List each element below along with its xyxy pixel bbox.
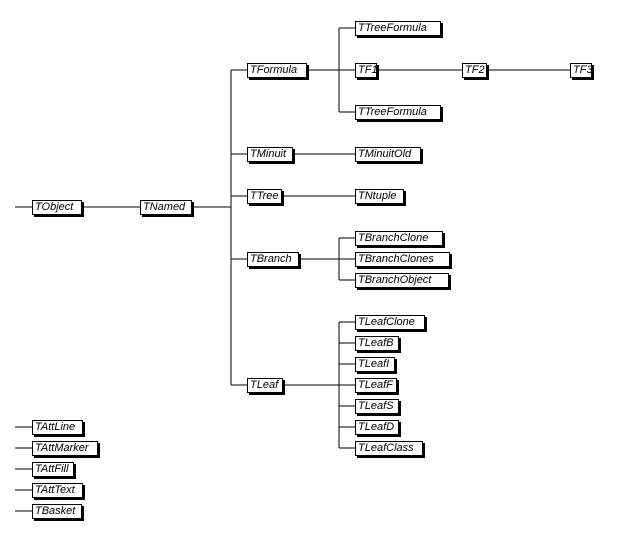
class-tntuple[interactable]: TNtuple	[355, 189, 404, 204]
class-tattline[interactable]: TAttLine	[32, 420, 83, 435]
class-tf1[interactable]: TF1	[355, 63, 377, 78]
class-tbranchclones[interactable]: TBranchClones	[355, 252, 450, 267]
class-tf3[interactable]: TF3	[570, 63, 592, 78]
class-tatttext[interactable]: TAttText	[32, 483, 83, 498]
class-tbranchclone[interactable]: TBranchClone	[355, 231, 443, 246]
class-tminuitold[interactable]: TMinuitOld	[355, 147, 421, 162]
class-tminuit[interactable]: TMinuit	[247, 147, 293, 162]
class-tattmarker[interactable]: TAttMarker	[32, 441, 98, 456]
class-ttreeformula[interactable]: TTreeFormula	[355, 21, 441, 36]
class-tobject[interactable]: TObject	[32, 200, 82, 215]
class-tleafs[interactable]: TLeafS	[355, 399, 399, 414]
class-tbranch[interactable]: TBranch	[247, 252, 299, 267]
class-ttree[interactable]: TTree	[247, 189, 282, 204]
class-tnamed[interactable]: TNamed	[140, 200, 192, 215]
class-tleafd[interactable]: TLeafD	[355, 420, 399, 435]
class-ttreeformula[interactable]: TTreeFormula	[355, 105, 441, 120]
class-tbranchobject[interactable]: TBranchObject	[355, 273, 449, 288]
class-tleaff[interactable]: TLeafF	[355, 378, 397, 393]
class-tleafb[interactable]: TLeafB	[355, 336, 399, 351]
class-tleafclone[interactable]: TLeafClone	[355, 315, 425, 330]
class-tleaf[interactable]: TLeaf	[247, 378, 283, 393]
class-tattfill[interactable]: TAttFill	[32, 462, 74, 477]
class-tleafclass[interactable]: TLeafClass	[355, 441, 423, 456]
class-tleafi[interactable]: TLeafI	[355, 357, 395, 372]
class-tbasket[interactable]: TBasket	[32, 504, 82, 519]
class-tf2[interactable]: TF2	[462, 63, 487, 78]
class-tformula[interactable]: TFormula	[247, 63, 307, 78]
